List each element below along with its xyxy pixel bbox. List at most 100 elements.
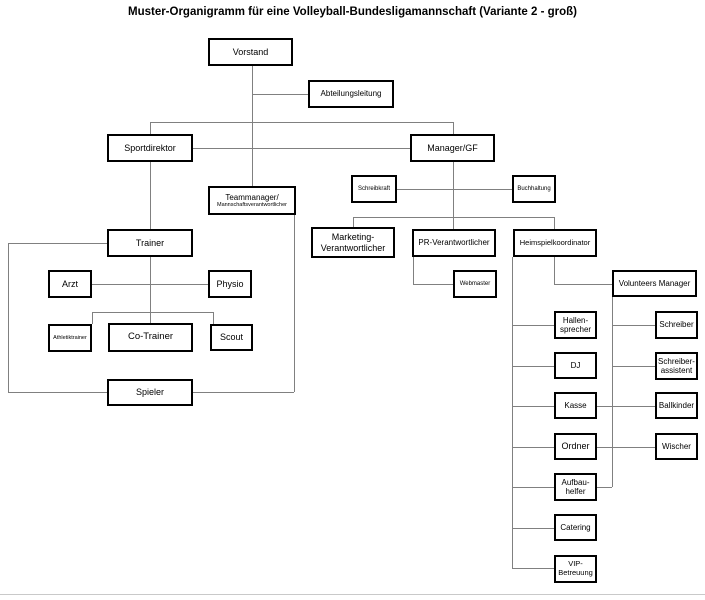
connector-line: [8, 392, 107, 393]
connector-line: [597, 487, 612, 488]
connector-line: [554, 217, 555, 229]
connector-line: [554, 257, 555, 284]
connector-line: [413, 257, 414, 284]
connector-line: [453, 217, 454, 229]
connector-line: [512, 406, 554, 407]
org-box-athletiktrainer: Athletiktrainer: [48, 324, 92, 352]
org-box-label: helfer: [565, 487, 586, 496]
connector-line: [193, 392, 294, 393]
org-box-label: Marketing-: [331, 232, 375, 243]
org-box-physio: Physio: [208, 270, 252, 298]
connector-line: [512, 366, 554, 367]
org-box-vorstand: Vorstand: [208, 38, 293, 66]
org-box-label: assistent: [660, 366, 693, 375]
connector-line: [597, 406, 655, 407]
connector-line: [397, 189, 512, 190]
connector-line: [512, 528, 554, 529]
connector-line: [453, 122, 454, 134]
org-box-label: Schreiber-: [658, 356, 695, 366]
org-box-abteilungsleitung: Abteilungsleitung: [308, 80, 394, 108]
org-box-label: Scout: [219, 332, 243, 343]
org-box-label: Spieler: [135, 387, 164, 398]
org-box-label: Sportdirektor: [124, 142, 176, 153]
connector-line: [150, 162, 151, 229]
org-box-buchhaltung: Buchhaltung: [512, 175, 556, 203]
org-box-pr-verantwortlicher: PR-Verantwortlicher: [412, 229, 496, 257]
org-box-schreibkraft: Schreibkraft: [351, 175, 397, 203]
org-box-trainer: Trainer: [107, 229, 193, 257]
org-box-label: Aufbau-: [561, 477, 590, 487]
connector-line: [8, 243, 107, 244]
org-box-spieler: Spieler: [107, 379, 193, 406]
connector-line: [353, 217, 354, 227]
connector-line: [252, 66, 253, 186]
org-box-label: DJ: [570, 360, 581, 370]
org-box-teammanager: Teammanager/Mannschaftsverantwortlicher: [208, 186, 296, 215]
connector-line: [92, 312, 93, 324]
connector-line: [512, 447, 554, 448]
org-box-label: Abteilungsleitung: [320, 89, 382, 99]
connector-line: [294, 215, 295, 392]
connector-line: [597, 447, 655, 448]
connector-line: [612, 325, 655, 326]
org-box-label: Physio: [216, 278, 244, 289]
org-box-catering: Catering: [554, 514, 597, 541]
connector-line: [213, 312, 214, 324]
org-box-label: Wischer: [662, 441, 691, 451]
connector-line: [612, 366, 655, 367]
connector-line: [512, 568, 554, 569]
org-box-volunteers-manager: Volunteers Manager: [612, 270, 697, 297]
org-box-label: Volunteers Manager: [618, 278, 691, 288]
org-box-label: Ballkinder: [658, 400, 695, 410]
connector-line: [193, 148, 410, 149]
connector-line: [0, 594, 705, 595]
connector-line: [252, 94, 308, 95]
org-box-label: sprecher: [559, 325, 592, 334]
org-box-label: Mannschaftsverantwortlicher: [216, 201, 287, 208]
org-box-heimspielkoordinator: Heimspielkoordinator: [513, 229, 597, 257]
org-box-label: Ordner: [561, 441, 590, 452]
org-box-label: Heimspielkoordinator: [519, 237, 591, 247]
org-box-label: Schreibkraft: [357, 185, 390, 192]
org-box-kasse: Kasse: [554, 392, 597, 419]
org-box-label: Catering: [560, 522, 591, 532]
org-box-label: Verantwortlicher: [320, 242, 386, 253]
connector-line: [512, 257, 513, 568]
connector-line: [8, 243, 9, 392]
org-box-wischer: Wischer: [655, 433, 698, 460]
org-box-aufbauhelfer: Aufbau-helfer: [554, 473, 597, 501]
org-box-label: VIP-: [568, 559, 583, 569]
org-box-manager-gf: Manager/GF: [410, 134, 495, 162]
org-box-co-trainer: Co-Trainer: [108, 323, 193, 352]
org-box-label: Co-Trainer: [127, 331, 174, 343]
org-box-ballkinder: Ballkinder: [655, 392, 698, 419]
org-box-marketing: Marketing-Verantwortlicher: [311, 227, 395, 258]
org-box-label: Buchhaltung: [517, 185, 551, 192]
org-box-label: Vorstand: [232, 46, 269, 57]
org-box-arzt: Arzt: [48, 270, 92, 298]
connector-line: [92, 312, 213, 313]
connector-line: [92, 284, 208, 285]
connector-line: [554, 284, 612, 285]
org-box-label: Kasse: [564, 400, 587, 410]
connector-line: [150, 122, 151, 134]
org-box-label: Hallen-: [562, 315, 589, 325]
org-box-label: Manager/GF: [427, 142, 478, 153]
org-box-sportdirektor: Sportdirektor: [107, 134, 193, 162]
org-box-vip-betreuung: VIP-Betreuung: [554, 555, 597, 583]
chart-title: Muster-Organigramm für eine Volleyball-B…: [127, 6, 577, 18]
org-box-scout: Scout: [210, 324, 253, 351]
org-box-label: PR-Verantwortlicher: [418, 238, 490, 248]
org-box-webmaster: Webmaster: [453, 270, 497, 298]
org-box-label: Betreuung: [558, 568, 593, 577]
org-box-ordner: Ordner: [554, 433, 597, 460]
connector-line: [150, 122, 453, 123]
org-box-dj: DJ: [554, 352, 597, 379]
connector-line: [612, 297, 613, 487]
org-box-label: Webmaster: [459, 280, 491, 287]
org-box-label: Trainer: [135, 237, 165, 248]
org-box-label: Schreiber: [659, 320, 694, 330]
org-box-schreiber: Schreiber: [655, 311, 698, 339]
connector-line: [150, 257, 151, 323]
